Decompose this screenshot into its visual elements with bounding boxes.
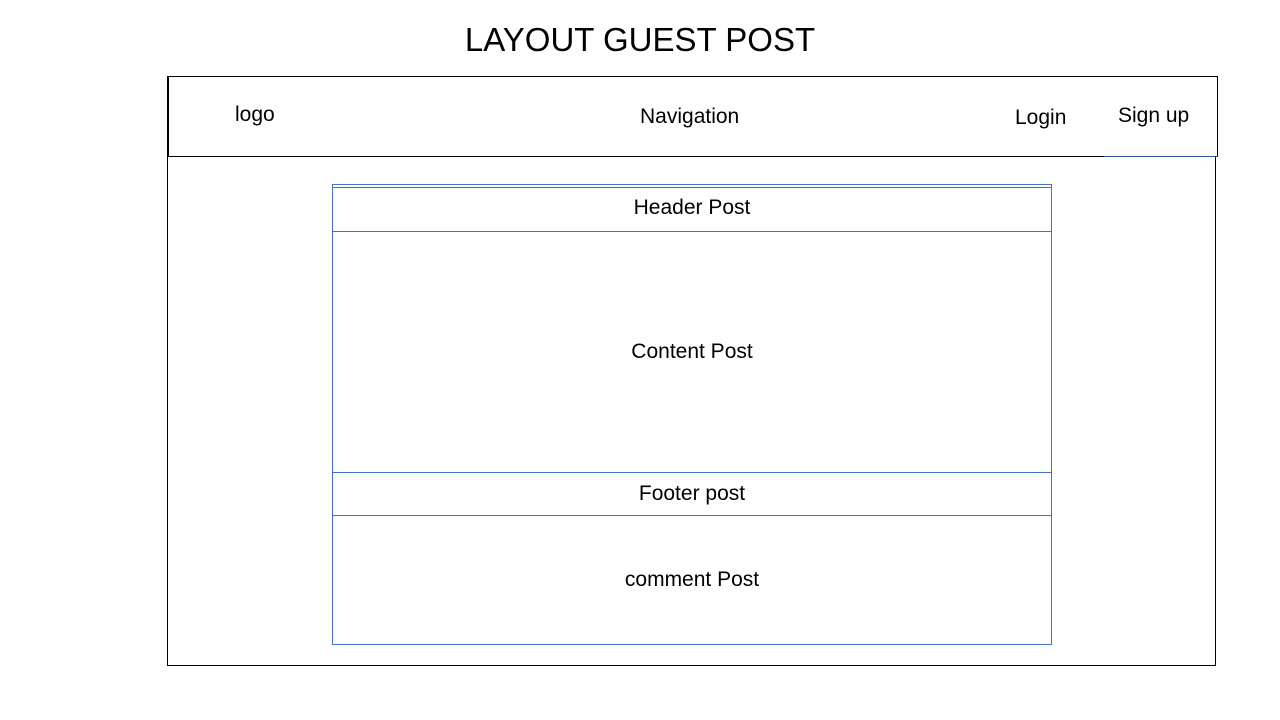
login-label: Login [1015,106,1067,129]
signup-underline [1104,156,1218,157]
post-footer-label: Footer post [638,481,746,505]
post-content-label: Content Post [631,339,753,363]
post-header-label: Header Post [633,196,751,219]
navbar-box: logo Navigation Login Sign up [168,76,1218,157]
post-content-box: Content Post [332,231,1052,473]
logo-label: logo [235,103,275,126]
page-title: LAYOUT GUEST POST [464,21,816,58]
signup-label: Sign up [1118,104,1190,127]
post-footer-box: Footer post [332,472,1052,516]
post-comment-box: comment Post [332,515,1052,645]
post-header-box: Header Post [332,184,1052,232]
navigation-label: Navigation [640,105,740,128]
post-comment-label: comment Post [624,567,760,591]
